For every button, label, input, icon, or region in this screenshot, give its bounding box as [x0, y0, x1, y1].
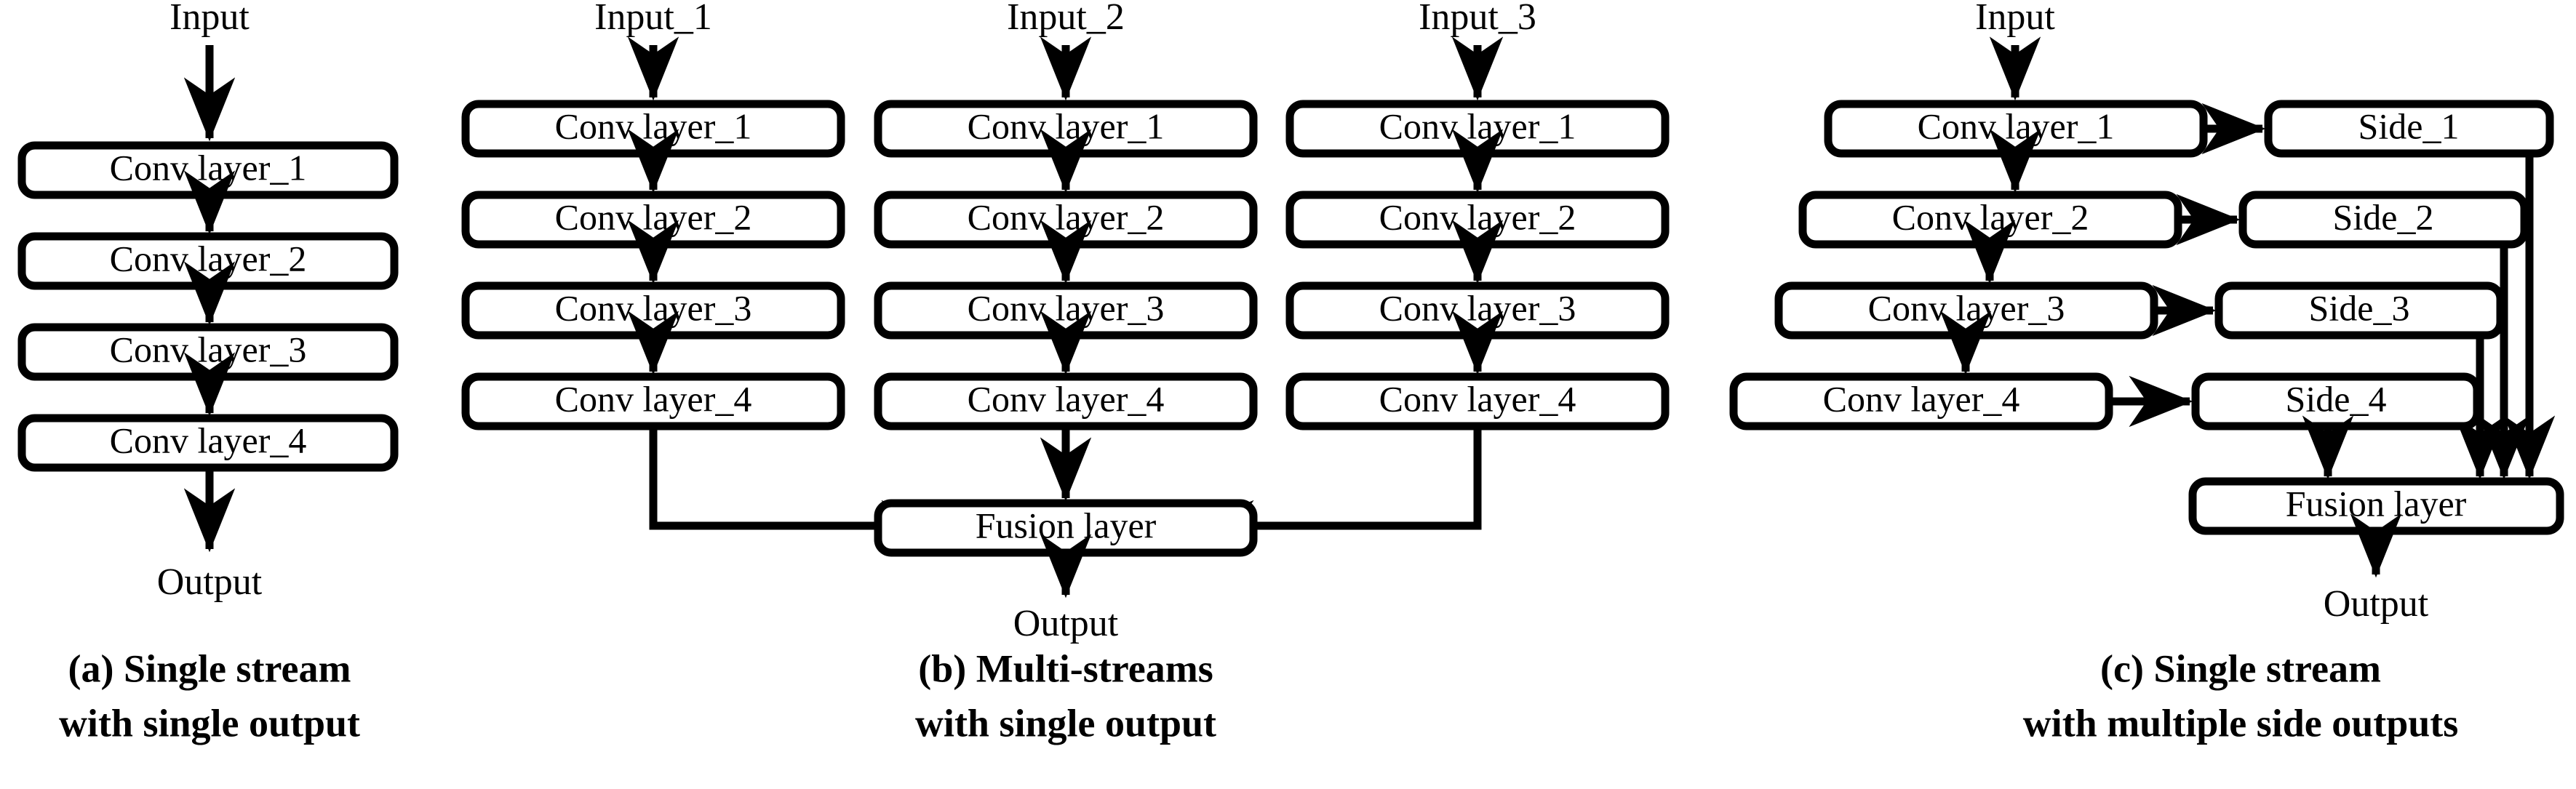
node-rect[interactable]: [2238, 191, 2529, 249]
panel-b-s3-block-conv3[interactable]: Conv layer_3: [1285, 281, 1670, 340]
node-label: Fusion layer: [976, 505, 1157, 545]
panel-b-s3-block-conv4[interactable]: Conv layer_4: [1285, 372, 1670, 430]
panel-c-block-side1[interactable]: Side_1: [2264, 100, 2554, 158]
node-label: Conv layer_4: [555, 378, 752, 419]
node-label: Conv layer_3: [110, 329, 307, 369]
panel-b-s2-block-conv2[interactable]: Conv layer_2: [874, 191, 1258, 249]
panel-c-block-side3[interactable]: Side_3: [2214, 281, 2505, 340]
panel-b-s3-block-conv2[interactable]: Conv layer_2: [1285, 191, 1670, 249]
panel-a-caption-line-2: with single output: [59, 701, 360, 745]
panel-c: Input Conv layer_1 Conv layer_2 Conv lay…: [1729, 0, 2564, 745]
node-label: Conv layer_3: [555, 287, 752, 328]
panel-c-input-label: Input: [1975, 0, 2055, 38]
panel-a-input-label: Input: [170, 0, 250, 38]
panel-a: Input Conv layer_1 Conv layer_2 Conv lay…: [17, 0, 399, 745]
panel-a-block-conv1[interactable]: Conv layer_1: [17, 141, 399, 199]
panel-c-block-fusion[interactable]: Fusion layer: [2188, 477, 2564, 535]
panel-b-output-label: Output: [1013, 603, 1119, 644]
node-label: Side_4: [2286, 378, 2387, 419]
panel-b-s3-elbow-to-fusion: [1189, 426, 1482, 552]
panel-a-block-conv2[interactable]: Conv layer_2: [17, 232, 399, 290]
panel-c-caption-line-1: (c) Single stream: [2100, 646, 2381, 690]
node-label: Conv layer_2: [555, 196, 752, 237]
panel-b: Input_1 Conv layer_1 Conv layer_2 Conv l…: [461, 0, 1670, 745]
node-label: Conv layer_4: [1379, 378, 1576, 419]
node-label: Conv layer_4: [1823, 378, 2020, 419]
panel-b-s1-block-conv2[interactable]: Conv layer_2: [461, 191, 845, 249]
node-label: Conv layer_1: [1918, 105, 2115, 146]
panel-a-block-conv3[interactable]: Conv layer_3: [17, 323, 399, 381]
panel-b-stream-1: Input_1 Conv layer_1 Conv layer_2 Conv l…: [461, 0, 946, 552]
panel-b-stream-3: Input_3 Conv layer_1 Conv layer_2 Conv l…: [1189, 0, 1670, 552]
panel-b-block-fusion[interactable]: Fusion layer: [874, 499, 1258, 557]
node-label: Conv layer_1: [1379, 105, 1576, 146]
panel-b-s2-block-conv3[interactable]: Conv layer_3: [874, 281, 1258, 340]
panel-b-s1-block-conv4[interactable]: Conv layer_4: [461, 372, 845, 430]
panel-b-s3-block-conv1[interactable]: Conv layer_1: [1285, 100, 1670, 158]
node-label: Conv layer_2: [1379, 196, 1576, 237]
panel-a-block-conv4[interactable]: Conv layer_4: [17, 414, 399, 472]
node-label: Conv layer_1: [555, 105, 752, 146]
node-label: Conv layer_4: [968, 378, 1165, 419]
panel-b-s1-block-conv1[interactable]: Conv layer_1: [461, 100, 845, 158]
panel-b-s2-block-conv4[interactable]: Conv layer_4: [874, 372, 1258, 430]
panel-c-block-conv3[interactable]: Conv layer_3: [1774, 281, 2158, 340]
node-label: Conv layer_4: [110, 420, 307, 460]
node-label: Conv layer_3: [1379, 287, 1576, 328]
node-label: Conv layer_2: [1892, 196, 2089, 237]
node-label: Conv layer_3: [1868, 287, 2065, 328]
panel-b-stream-2-input-label: Input_2: [1007, 0, 1125, 38]
panel-b-s1-block-conv3[interactable]: Conv layer_3: [461, 281, 845, 340]
node-label: Conv layer_2: [110, 238, 307, 279]
panel-b-caption-line-2: with single output: [915, 701, 1216, 745]
panel-c-block-conv4[interactable]: Conv layer_4: [1729, 372, 2113, 430]
panel-c-output-label: Output: [2324, 583, 2429, 625]
panel-c-block-conv1[interactable]: Conv layer_1: [1824, 100, 2208, 158]
node-label: Fusion layer: [2286, 483, 2467, 524]
node-label: Conv layer_1: [110, 147, 307, 188]
panel-c-block-side2[interactable]: Side_2: [2238, 191, 2529, 249]
node-rect[interactable]: [2264, 100, 2554, 158]
panel-c-caption-line-2: with multiple side outputs: [2023, 701, 2459, 745]
panel-b-stream-2: Input_2 Conv layer_1 Conv layer_2 Conv l…: [874, 0, 1258, 502]
node-label: Side_2: [2333, 196, 2434, 237]
panel-b-s1-elbow-to-fusion: [649, 426, 946, 552]
panel-b-s2-block-conv1[interactable]: Conv layer_1: [874, 100, 1258, 158]
panel-b-stream-1-input-label: Input_1: [594, 0, 712, 38]
panel-b-stream-3-input-label: Input_3: [1419, 0, 1536, 38]
node-label: Side_1: [2358, 105, 2460, 146]
node-label: Conv layer_2: [968, 196, 1165, 237]
panel-c-block-conv2[interactable]: Conv layer_2: [1798, 191, 2182, 249]
panel-c-block-side4[interactable]: Side_4: [2191, 372, 2481, 430]
node-rect[interactable]: [2214, 281, 2505, 340]
panel-b-caption-line-1: (b) Multi-streams: [918, 646, 1213, 690]
panel-a-caption-line-1: (a) Single stream: [68, 646, 351, 690]
panel-a-output-label: Output: [157, 561, 263, 603]
node-label: Conv layer_3: [968, 287, 1165, 328]
node-label: Conv layer_1: [968, 105, 1165, 146]
node-label: Side_3: [2309, 287, 2410, 328]
